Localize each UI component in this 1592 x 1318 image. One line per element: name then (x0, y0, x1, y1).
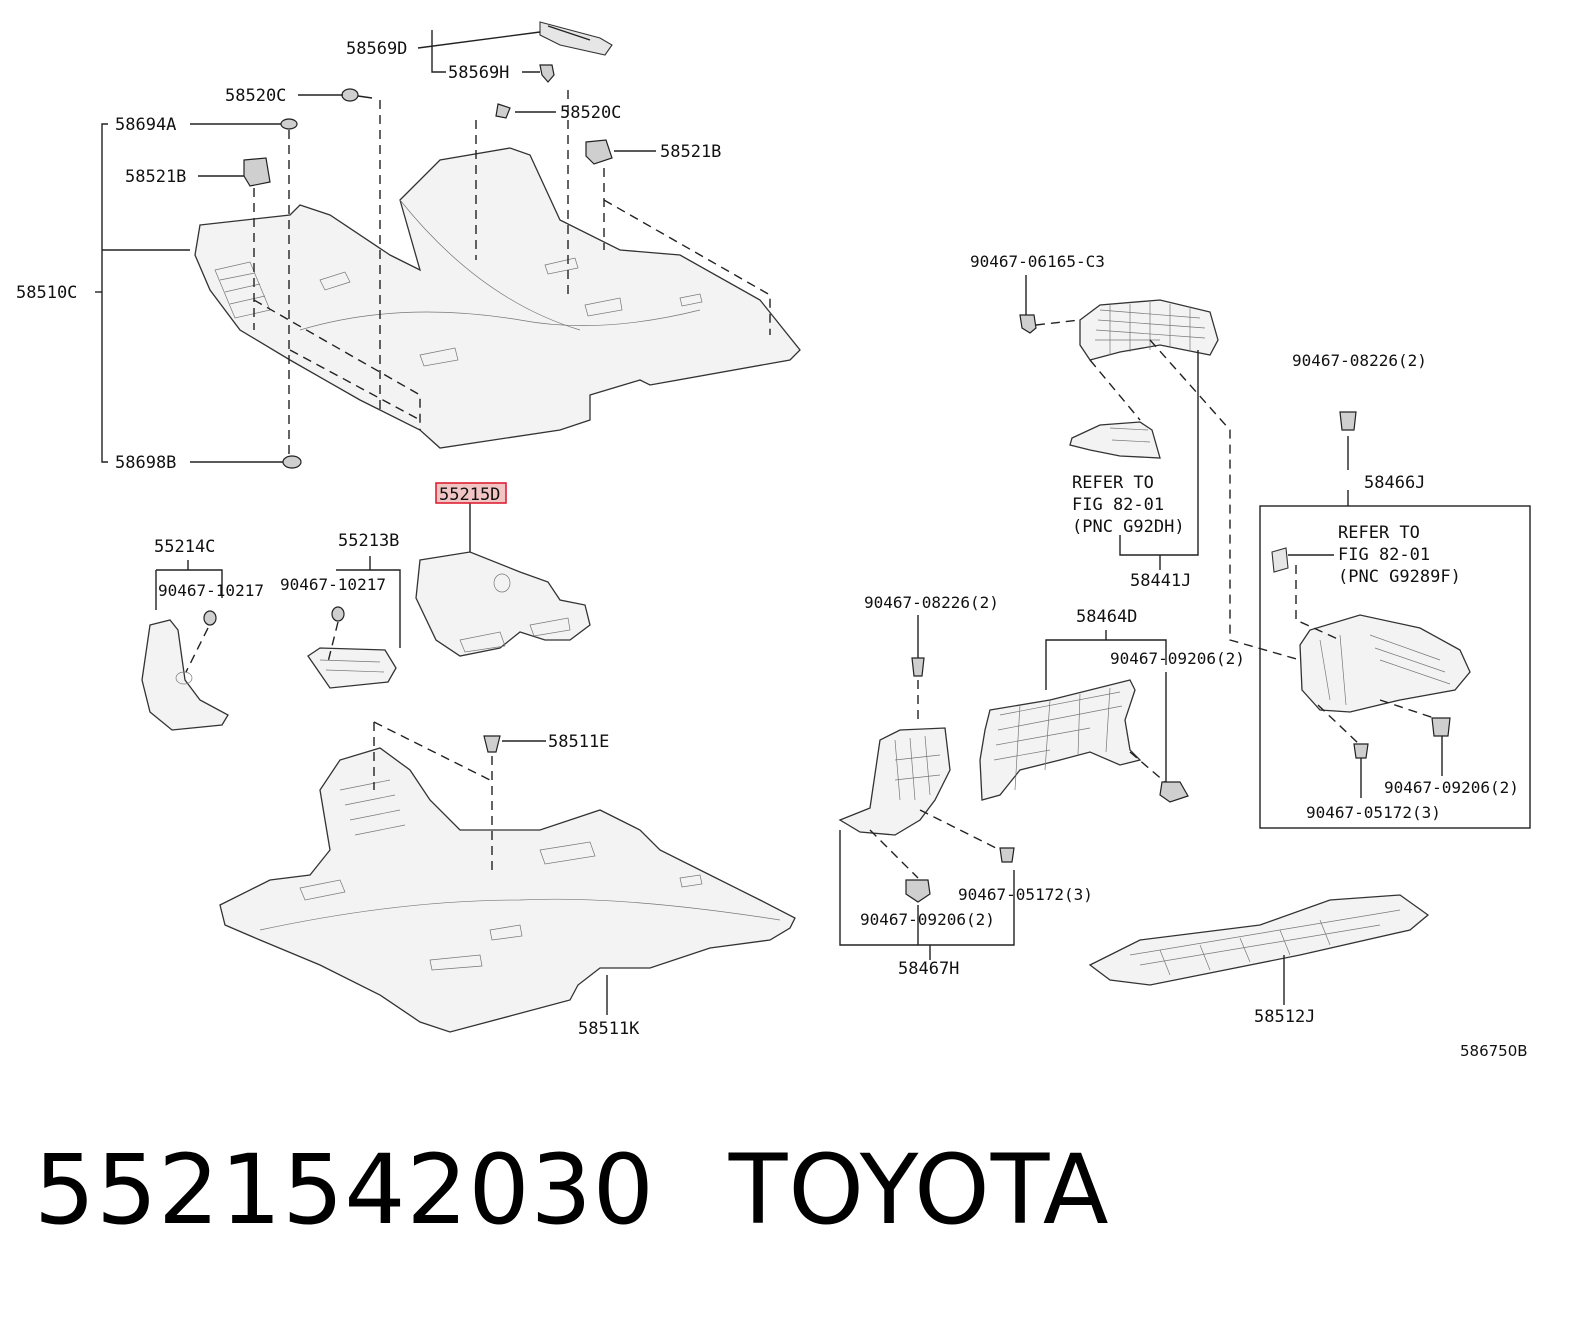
callout-58521b-right: 58521B (660, 142, 721, 162)
clip-58569d (539, 21, 613, 56)
callout-58511k: 58511K (578, 1019, 640, 1039)
callout-58441j: 58441J (1130, 571, 1191, 591)
parts-diagram: 58569D 58569H 58520C 58520C 58694A 58521… (16, 21, 1531, 1060)
callout-90467-10217-left: 90467-10217 (158, 581, 264, 600)
clip-58520c-left (341, 88, 373, 102)
carpet-assembly-58510c (194, 147, 801, 449)
callout-90467-09206-mid: 90467-09206(2) (1110, 649, 1245, 668)
clip-58694a (280, 118, 298, 130)
clip-58521b-right (585, 139, 613, 165)
clip-58698b (282, 455, 302, 469)
callout-55213b: 55213B (338, 531, 399, 551)
clip-58521b-left (243, 157, 271, 187)
panel-58467h (838, 615, 1015, 960)
part-number: 5521542030 (34, 1134, 655, 1246)
callout-90467-10217-right: 90467-10217 (280, 575, 386, 594)
callout-58512j: 58512J (1254, 1007, 1315, 1027)
refer2-line1: REFER TO (1338, 523, 1420, 543)
refer2-line3: (PNC G9289F) (1338, 567, 1461, 587)
clip-58520c-right (495, 103, 511, 119)
callout-58520c-left: 58520C (225, 86, 286, 106)
callout-90467-05172-box: 90467-05172(3) (1306, 803, 1441, 822)
callout-58511e: 58511E (548, 732, 609, 752)
callout-58466j: 58466J (1364, 473, 1425, 493)
callout-labels: 58569D 58569H 58520C 58520C 58694A 58521… (16, 39, 1528, 1060)
carpet-58511k (219, 747, 796, 1033)
brand-name: TOYOTA (728, 1134, 1110, 1246)
callout-58698b: 58698B (115, 453, 176, 473)
callout-58521b-left: 58521B (125, 167, 186, 187)
panel-58441j (1019, 275, 1301, 661)
callout-58510c: 58510C (16, 283, 77, 303)
callout-90467-08226-right: 90467-08226(2) (1292, 351, 1427, 370)
refer1-line2: FIG 82-01 (1072, 495, 1164, 515)
diagram-code: 586750B (1460, 1042, 1528, 1060)
clip-58569h (539, 64, 555, 83)
callout-90467-09206-left: 90467-09206(2) (860, 910, 995, 929)
callout-90467-09206-box: 90467-09206(2) (1384, 778, 1519, 797)
part-55213b (307, 556, 401, 689)
callout-58569h: 58569H (448, 63, 509, 83)
refer2-line2: FIG 82-01 (1338, 545, 1430, 565)
callout-90467-06165-c3: 90467-06165-C3 (970, 252, 1105, 271)
callout-58464d: 58464D (1076, 607, 1137, 627)
part-55215d (415, 503, 591, 657)
product-caption: 5521542030 TOYOTA (34, 1130, 1110, 1250)
callout-58467h: 58467H (898, 959, 959, 979)
callout-55215d: 55215D (439, 485, 500, 505)
refer1-line3: (PNC G92DH) (1072, 517, 1185, 537)
refer1-line1: REFER TO (1072, 473, 1154, 493)
panel-58512j (1088, 894, 1430, 1005)
leaders-top-group (95, 30, 771, 463)
highlight-55215d (435, 482, 507, 504)
callout-90467-05172-left: 90467-05172(3) (958, 885, 1093, 904)
callout-55214c: 55214C (154, 537, 215, 557)
callout-58694a: 58694A (115, 115, 176, 135)
callout-90467-08226-left: 90467-08226(2) (864, 593, 999, 612)
leaders-58511 (373, 721, 608, 1015)
callout-58569d: 58569D (346, 39, 407, 59)
panel-58464d (979, 630, 1189, 803)
box-58466j (1259, 411, 1531, 829)
callout-58520c-right: 58520C (560, 103, 621, 123)
part-55214c (141, 560, 229, 731)
